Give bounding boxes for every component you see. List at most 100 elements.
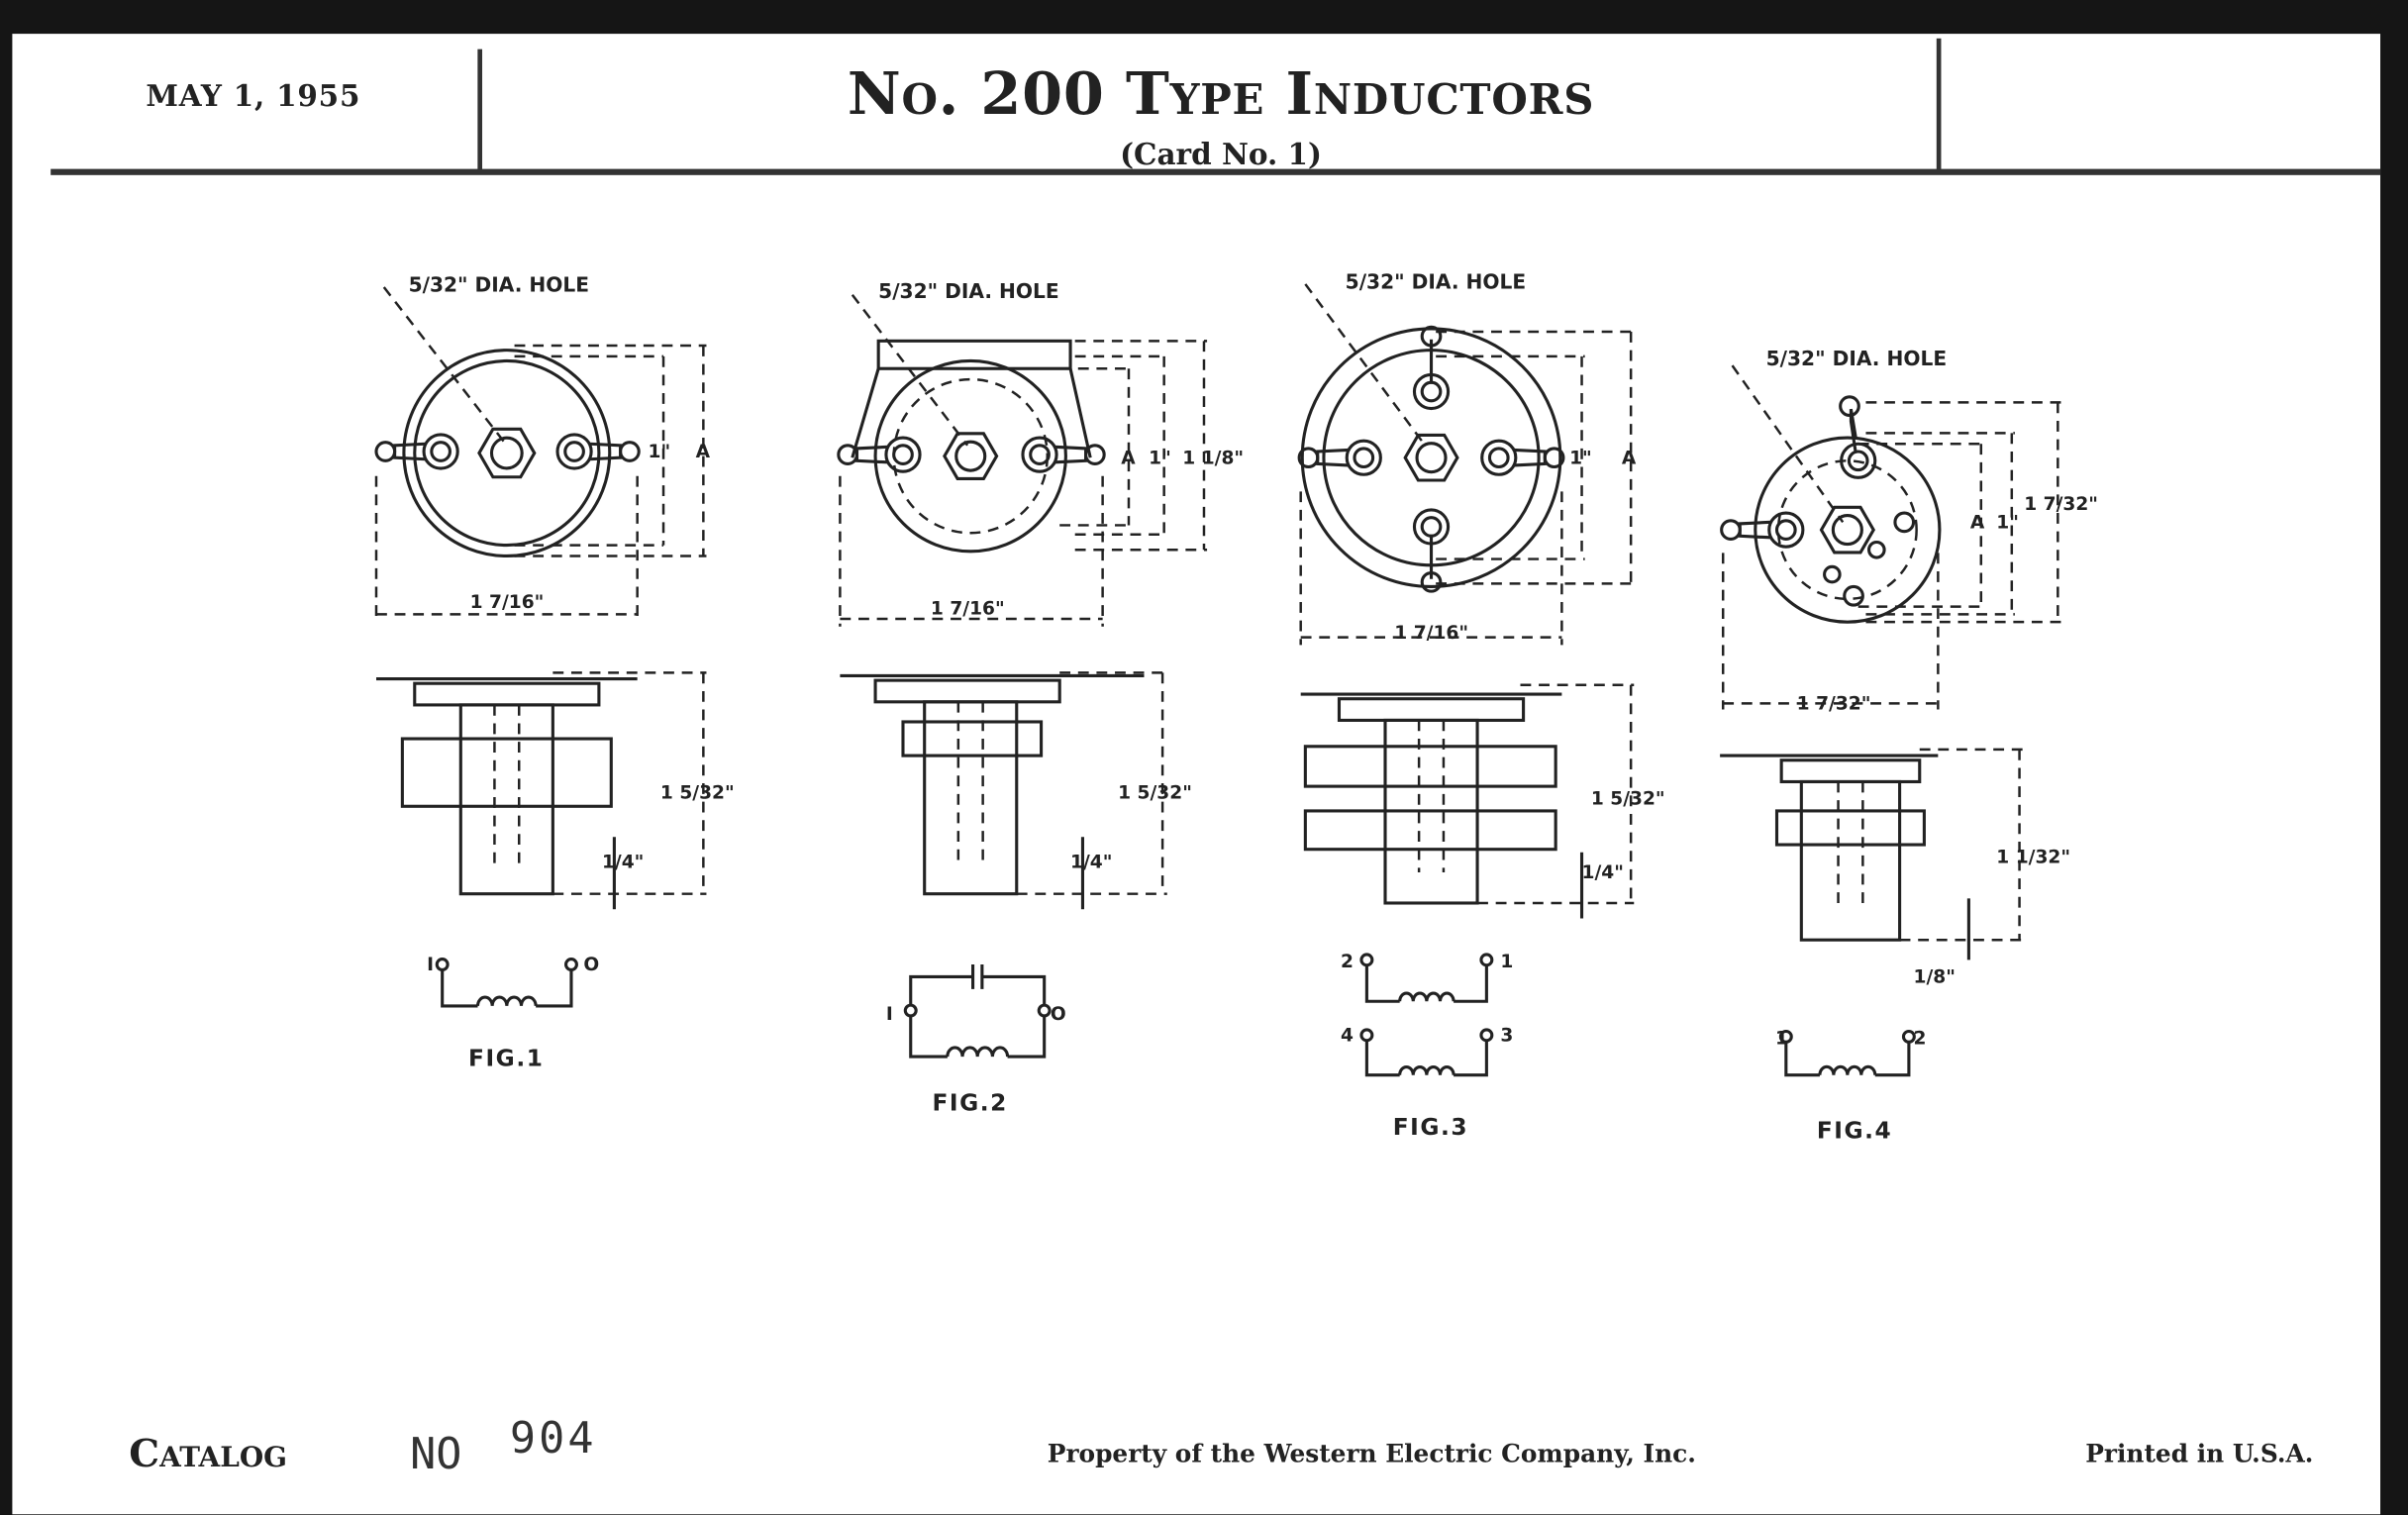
case-inner	[413, 358, 601, 548]
dim-inner: 1"	[1996, 513, 2019, 534]
rivet-hole	[1823, 564, 1842, 584]
lug-tip	[374, 441, 397, 462]
terminal-screw	[1029, 444, 1051, 465]
hole-note: 5/32" DIA. HOLE	[409, 273, 589, 297]
terminal-board	[413, 681, 601, 707]
figure-label: FIG.3	[1393, 1114, 1468, 1141]
lug-tip	[1839, 395, 1860, 418]
terminal-screw	[563, 441, 585, 462]
terminal-screw	[1774, 519, 1797, 541]
terminal-washer	[1480, 439, 1518, 476]
dim-height: 1 1/32"	[1996, 848, 2070, 868]
terminal-label: 1	[1500, 952, 1513, 972]
coil-winding	[1398, 991, 1455, 1002]
case-outer	[873, 358, 1067, 554]
terminal-board	[873, 678, 1061, 704]
terminal-post	[435, 958, 450, 972]
terminal-post	[1901, 1029, 1916, 1044]
solder-lug	[854, 445, 888, 464]
hex-nut	[943, 432, 999, 480]
spool-outline	[1776, 459, 1918, 601]
mounting-bracket	[876, 339, 1072, 370]
coil-spool	[1774, 809, 1926, 847]
center-hole	[1415, 442, 1448, 474]
line	[1068, 367, 1092, 458]
catalog-card: MAY 1, 1955 No. 200 Type Inductors (Card…	[12, 34, 2381, 1515]
dim-height: 1 5/32"	[1118, 783, 1192, 804]
card-subtitle: (Card No. 1)	[1120, 138, 1322, 172]
core-sleeve	[1799, 779, 1902, 942]
header-rule	[50, 168, 2381, 175]
terminal-screw	[1420, 516, 1443, 538]
lug-tip	[1420, 325, 1443, 348]
catalog-number-label: NO	[410, 1428, 462, 1479]
terminal-washer	[1345, 439, 1382, 476]
terminal-label: 1	[1775, 1029, 1788, 1050]
terminal-label: O	[583, 955, 599, 975]
terminal-washer	[555, 433, 593, 470]
wire	[1007, 1016, 1047, 1059]
wire	[1784, 1043, 1820, 1077]
dim-height: 1 5/32"	[1591, 789, 1665, 810]
hole-leader	[1304, 283, 1427, 447]
dim-a: A	[1121, 448, 1136, 468]
header-divider-left	[477, 49, 483, 172]
wire	[909, 1016, 948, 1059]
terminal-screw	[1353, 447, 1375, 469]
terminal-washer	[1021, 436, 1058, 473]
core-sleeve	[1383, 718, 1479, 905]
lug-tip	[1084, 444, 1106, 465]
terminal-label: 2	[1341, 952, 1354, 972]
terminal-post	[1037, 1003, 1052, 1018]
hex-nut	[1403, 433, 1459, 482]
figure-2: 5/32" DIA. HOLE 1 7/16" A 1" 1 1/8" 1 5/…	[878, 279, 1244, 1116]
wire	[1454, 1041, 1488, 1077]
wire	[1364, 965, 1400, 1003]
dim-width: 1 7/32"	[1797, 694, 1871, 715]
rivet-hole	[1867, 540, 1886, 559]
terminal-screw	[1487, 447, 1510, 469]
solder-lug	[393, 442, 426, 461]
lug-tip	[1420, 570, 1443, 593]
terminal-screw	[1420, 380, 1443, 403]
wire	[1874, 1043, 1911, 1077]
wire	[441, 970, 478, 1008]
dim-outer: 1 1/8"	[1182, 448, 1244, 468]
wire	[536, 970, 573, 1008]
dim-width: 1 7/16"	[1394, 623, 1468, 644]
dim-offset: 1/8"	[1914, 967, 1956, 988]
terminal-post	[1479, 1028, 1494, 1043]
terminal-post	[903, 1003, 918, 1018]
center-hole	[954, 440, 987, 472]
figure-1: 5/32" DIA. HOLE 1 7/16" 1" A 1 5/32" 1/4…	[409, 273, 735, 1072]
coil-winding	[946, 1046, 1010, 1058]
wire	[1454, 965, 1488, 1003]
dim-offset: 1/4"	[602, 852, 644, 872]
hex-nut	[477, 427, 537, 479]
dim-outer: 1 7/32"	[2024, 494, 2098, 515]
dim-inner: 1"	[649, 442, 671, 462]
terminal-screw	[430, 441, 452, 462]
solder-lug	[589, 442, 623, 461]
terminal-label: 2	[1914, 1029, 1927, 1050]
lug-tip	[837, 444, 859, 465]
dim-inner: 1"	[1149, 448, 1171, 468]
dim-width: 1 7/16"	[931, 598, 1005, 619]
coil-winding	[1818, 1064, 1877, 1075]
catalog-label: Catalog	[129, 1431, 287, 1476]
terminal-label: I	[427, 955, 434, 975]
dim-width: 1 7/16"	[470, 592, 545, 613]
wire	[1364, 1041, 1400, 1077]
figure-4: 5/32" DIA. HOLE 1 7/32" A 1" 1 7/32" 1 1…	[1766, 347, 2098, 1144]
figure-3: 5/32" DIA. HOLE 1 7/16" 1" A 1 5/32" 1/4…	[1341, 270, 1665, 1142]
dim-offset: 1/4"	[1582, 862, 1624, 883]
dim-a: A	[1970, 513, 1985, 534]
hole-note: 5/32" DIA. HOLE	[878, 279, 1058, 303]
figure-label: FIG.4	[1817, 1117, 1892, 1144]
catalog-number: 904	[509, 1412, 597, 1464]
dim-inner: 1"	[1569, 448, 1592, 468]
terminal-label: I	[886, 1004, 893, 1025]
dim-a: A	[1622, 448, 1637, 468]
